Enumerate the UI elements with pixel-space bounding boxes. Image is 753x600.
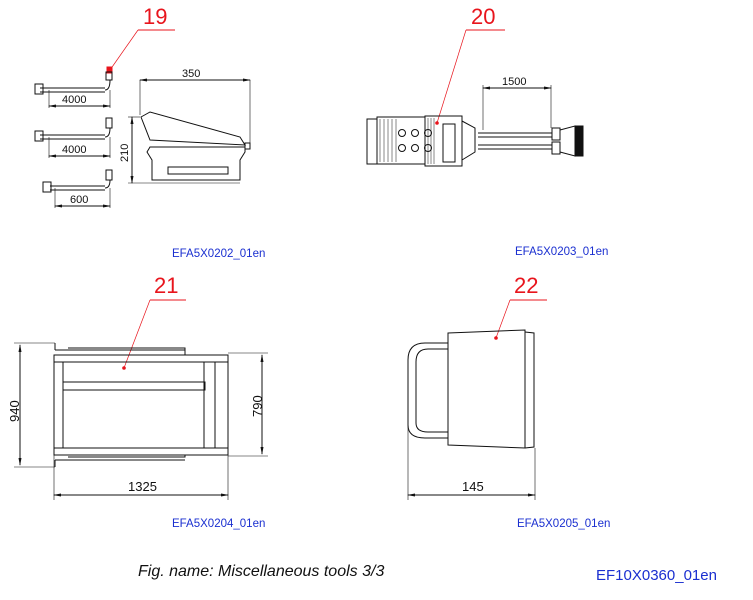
item-19-drawing: [34, 29, 251, 208]
item-20-drawing: [366, 29, 584, 167]
ref-efa5x0204: EFA5X0204_01en: [172, 518, 266, 530]
dim-790: 790: [250, 395, 265, 417]
figure-caption: Fig. name: Miscellaneous tools 3/3: [138, 563, 385, 580]
callout-20: 20: [471, 4, 495, 29]
ref-efa5x0205: EFA5X0205_01en: [517, 518, 611, 530]
ref-efa5x0202: EFA5X0202_01en: [172, 248, 266, 260]
dim-pump-width: 350: [182, 68, 200, 80]
dim-hose1: 4000: [62, 94, 86, 106]
dim-145: 145: [462, 479, 484, 494]
dim-hose2: 4000: [62, 144, 86, 156]
item-22-drawing: [407, 299, 547, 500]
dim-1325: 1325: [128, 479, 157, 494]
callout-21: 21: [154, 273, 178, 298]
dim-pump-height: 210: [119, 144, 131, 162]
callout-22: 22: [514, 273, 538, 298]
dim-hose-1500: 1500: [502, 76, 526, 88]
ref-efa5x0203: EFA5X0203_01en: [515, 246, 609, 258]
figure-id: EF10X0360_01en: [596, 567, 717, 584]
dim-hose3: 600: [70, 194, 88, 206]
dim-940: 940: [7, 400, 22, 422]
callout-19: 19: [143, 4, 167, 29]
item-21-drawing: [14, 299, 268, 500]
